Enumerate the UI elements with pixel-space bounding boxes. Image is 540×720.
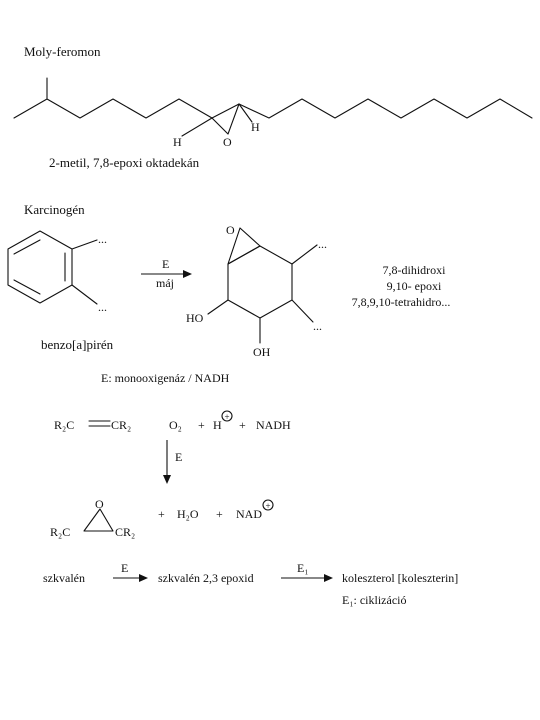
ring-substituent-bond bbox=[291, 299, 314, 323]
epoxide-ring bbox=[83, 508, 114, 532]
epoxide-right-carbon: CR₂ bbox=[115, 525, 135, 539]
hydroxyl-bond bbox=[207, 299, 229, 315]
arrow-label-enzyme: E bbox=[175, 450, 182, 464]
continuation-dots: ... bbox=[313, 319, 322, 333]
squalene-epoxide-label: szkvalén 2,3 epoxid bbox=[158, 571, 254, 585]
pheromone-name: 2-metil, 7,8-epoxi oktadekán bbox=[49, 155, 200, 170]
hydroxyl-label: HO bbox=[186, 311, 204, 325]
atom-label-h: H bbox=[251, 120, 260, 134]
arrow-label-enzyme: E₁ bbox=[297, 561, 309, 575]
water-product: H₂O bbox=[177, 507, 199, 521]
pheromone-carbon-chain-left bbox=[13, 77, 213, 119]
nad-product: NAD bbox=[236, 507, 262, 521]
alkene-left-carbon: R₂C bbox=[54, 418, 74, 432]
enzyme-note: E: monooxigenáz / NADH bbox=[101, 371, 230, 385]
arrow-label-enzyme: E bbox=[162, 257, 169, 271]
arrow-head bbox=[163, 475, 171, 484]
benzene-substituent-bond bbox=[71, 284, 98, 305]
benzene-substituent-bond bbox=[71, 239, 98, 250]
arrow-label-liver: máj bbox=[156, 276, 174, 290]
benzene-double-bond bbox=[13, 239, 41, 255]
cyclization-note: E₁: ciklizáció bbox=[342, 593, 407, 607]
atom-label-o: O bbox=[223, 135, 232, 149]
positive-charge-icon bbox=[262, 499, 274, 511]
arrow-head bbox=[324, 574, 333, 582]
reactant-name: benzo[a]pirén bbox=[41, 337, 114, 352]
proton-reagent: H bbox=[213, 418, 222, 432]
atom-label-o: O bbox=[226, 223, 235, 237]
atom-label-o: O bbox=[95, 497, 104, 511]
product-name-line-2: 9,10- epoxi bbox=[387, 279, 442, 293]
charge-symbol: + bbox=[265, 501, 270, 511]
hydroxyl-label: OH bbox=[253, 345, 271, 359]
cyclohexane-ring bbox=[227, 245, 293, 319]
epoxide-ring bbox=[227, 227, 261, 265]
plus-sign: + bbox=[239, 418, 246, 432]
oxygen-reagent: O₂ bbox=[169, 418, 182, 432]
positive-charge-icon bbox=[221, 410, 233, 422]
product-name-line-1: 7,8-dihidroxi bbox=[383, 263, 447, 277]
section-title-karcinogen: Karcinogén bbox=[24, 202, 85, 217]
plus-sign: + bbox=[158, 507, 165, 521]
pheromone-carbon-chain-right bbox=[238, 98, 533, 119]
arrow-head bbox=[139, 574, 148, 582]
squalene-label: szkvalén bbox=[43, 571, 85, 585]
benzene-ring bbox=[7, 230, 73, 304]
arrow-label-enzyme: E bbox=[121, 561, 128, 575]
product-name-line-3: 7,8,9,10-tetrahidro... bbox=[352, 295, 451, 309]
plus-sign: + bbox=[198, 418, 205, 432]
continuation-dots: ... bbox=[318, 237, 327, 251]
arrow-head bbox=[183, 270, 192, 278]
atom-label-h: H bbox=[173, 135, 182, 149]
plus-sign: + bbox=[216, 507, 223, 521]
nadh-reagent: NADH bbox=[256, 418, 291, 432]
benzene-double-bond bbox=[13, 279, 41, 295]
charge-symbol: + bbox=[224, 412, 229, 422]
continuation-dots: ... bbox=[98, 300, 107, 314]
alkene-right-carbon: CR₂ bbox=[111, 418, 131, 432]
cholesterol-label: koleszterol [koleszterin] bbox=[342, 571, 458, 585]
ring-substituent-bond bbox=[291, 244, 318, 265]
section-title-moly-feromon: Moly-feromon bbox=[24, 44, 101, 59]
pheromone-c8-h-bond bbox=[238, 103, 253, 123]
continuation-dots: ... bbox=[98, 232, 107, 246]
pheromone-c7-h-bond bbox=[181, 117, 213, 137]
epoxide-left-carbon: R₂C bbox=[50, 525, 70, 539]
pheromone-epoxide-ring bbox=[211, 103, 240, 135]
